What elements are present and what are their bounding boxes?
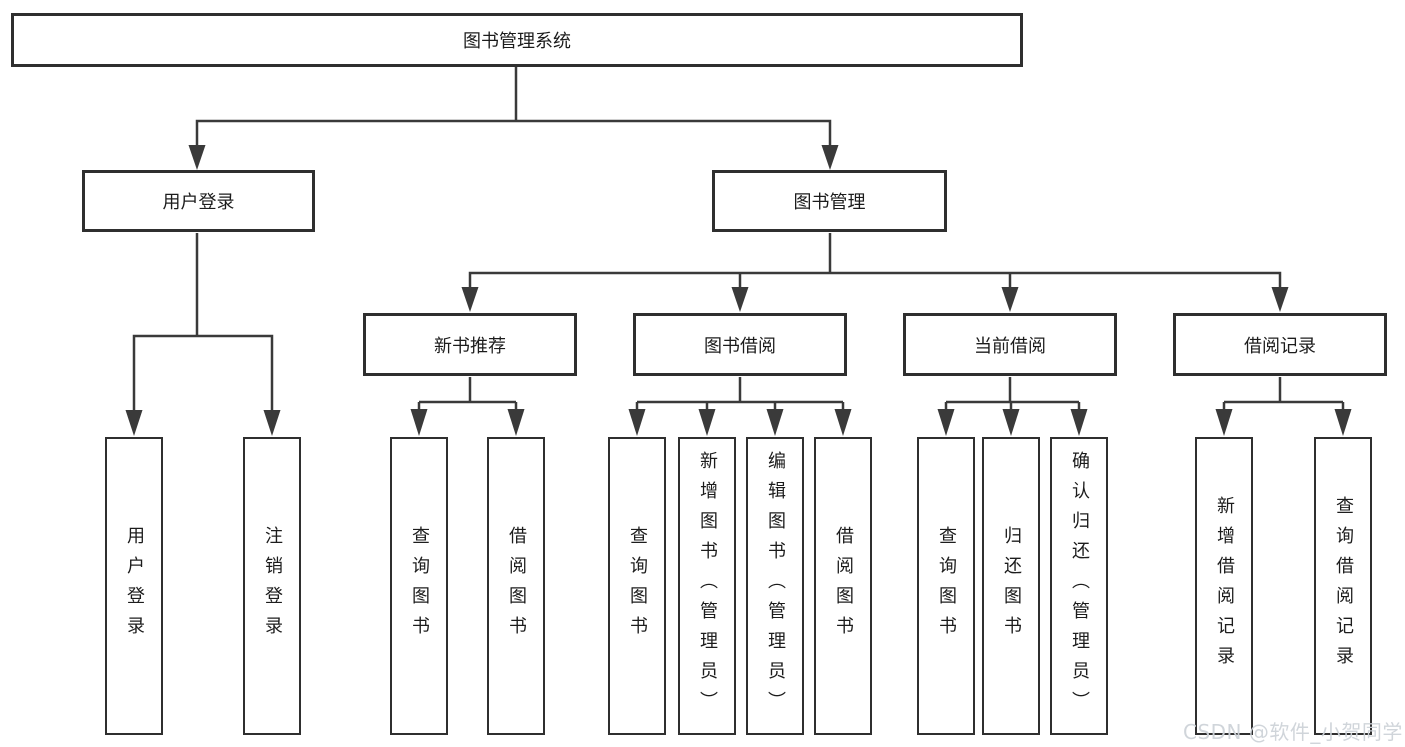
leaf-query-books-1-label: 查询图书 [409, 526, 430, 646]
leaf-add-borrow-record: 新增借阅记录 [1195, 437, 1253, 735]
leaf-user-login-label: 用户登录 [124, 526, 145, 646]
node-user-login: 用户登录 [82, 170, 315, 232]
leaf-query-borrow-record-label: 查询借阅记录 [1333, 496, 1354, 676]
leaf-query-books-3-label: 查询图书 [936, 526, 957, 646]
leaf-query-borrow-record: 查询借阅记录 [1314, 437, 1372, 735]
node-borrow-record-label: 借阅记录 [1244, 335, 1316, 357]
leaf-edit-books-admin-label: 编辑图书（管理员） [765, 451, 786, 721]
leaf-confirm-return-admin: 确认归还（管理员） [1050, 437, 1108, 735]
node-borrow-record: 借阅记录 [1173, 313, 1387, 376]
leaf-logout: 注销登录 [243, 437, 301, 735]
leaf-add-books-admin: 新增图书（管理员） [678, 437, 736, 735]
leaf-user-login: 用户登录 [105, 437, 163, 735]
node-current-borrow: 当前借阅 [903, 313, 1117, 376]
leaf-borrow-books-1: 借阅图书 [487, 437, 545, 735]
arrowheads [125, 145, 1352, 436]
node-current-borrow-label: 当前借阅 [974, 335, 1046, 357]
leaf-add-books-admin-label: 新增图书（管理员） [697, 451, 718, 721]
node-root-label: 图书管理系统 [463, 31, 571, 52]
leaf-query-books-1: 查询图书 [390, 437, 448, 735]
node-book-management: 图书管理 [712, 170, 947, 232]
leaf-return-books: 归还图书 [982, 437, 1040, 735]
node-book-management-label: 图书管理 [793, 192, 866, 213]
leaf-borrow-books-2-label: 借阅图书 [833, 526, 854, 646]
node-root-system: 图书管理系统 [11, 13, 1023, 67]
node-new-book-recommend-label: 新书推荐 [434, 335, 506, 357]
node-book-borrow-label: 图书借阅 [704, 335, 776, 357]
leaf-logout-label: 注销登录 [262, 526, 283, 646]
leaf-edit-books-admin: 编辑图书（管理员） [746, 437, 804, 735]
leaf-query-books-3: 查询图书 [917, 437, 975, 735]
leaf-add-borrow-record-label: 新增借阅记录 [1214, 496, 1235, 676]
leaf-return-books-label: 归还图书 [1001, 526, 1022, 646]
leaf-borrow-books-2: 借阅图书 [814, 437, 872, 735]
leaf-borrow-books-1-label: 借阅图书 [506, 526, 527, 646]
leaf-confirm-return-admin-label: 确认归还（管理员） [1069, 451, 1090, 721]
node-book-borrow: 图书借阅 [633, 313, 847, 376]
node-new-book-recommend: 新书推荐 [363, 313, 577, 376]
leaf-query-books-2: 查询图书 [608, 437, 666, 735]
node-user-login-label: 用户登录 [162, 192, 235, 213]
leaf-query-books-2-label: 查询图书 [627, 526, 648, 646]
csdn-watermark: CSDN @软件_小贺同学 [1183, 720, 1403, 744]
